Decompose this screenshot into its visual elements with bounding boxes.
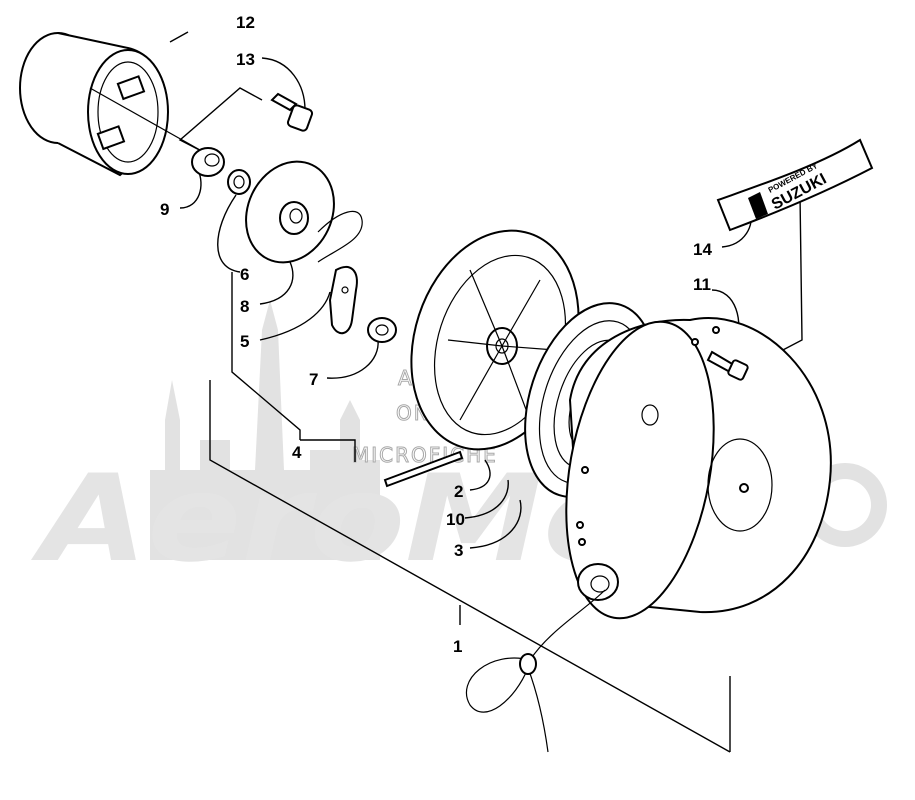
part-6-washer (227, 169, 251, 195)
callout-2: 2 (454, 482, 463, 501)
watermark-skyline (150, 300, 380, 560)
callout-7: 7 (309, 370, 318, 389)
part-10-rod (383, 450, 464, 488)
part-9-nut (191, 147, 225, 177)
callout-11: 11 (693, 275, 711, 294)
part-11-screw (706, 350, 749, 381)
callout-9: 9 (160, 200, 169, 219)
part-13-bolt (270, 92, 314, 132)
part-rope-loop (465, 589, 606, 753)
callout-4: 4 (292, 443, 302, 462)
callout-8: 8 (240, 297, 249, 316)
part-7-nut (367, 317, 397, 343)
callout-6: 6 (240, 265, 249, 284)
callout-10: 10 (446, 510, 465, 529)
callout-labels: 12 13 9 6 8 5 7 4 2 10 3 1 14 11 (160, 13, 712, 656)
callout-12: 12 (236, 13, 255, 32)
callout-14: 14 (693, 240, 712, 259)
leader-lines (169, 31, 803, 753)
callout-5: 5 (240, 332, 249, 351)
part-1-housing (565, 317, 832, 620)
part-12-cover-cup (19, 32, 201, 177)
part-8-drive-plate (245, 160, 363, 264)
callout-13: 13 (236, 50, 255, 69)
callout-1: 1 (453, 637, 462, 656)
part-14-decal: POWERED BY SUZUKI (716, 138, 874, 232)
part-5-pawl (328, 265, 358, 335)
callout-3: 3 (454, 541, 463, 560)
